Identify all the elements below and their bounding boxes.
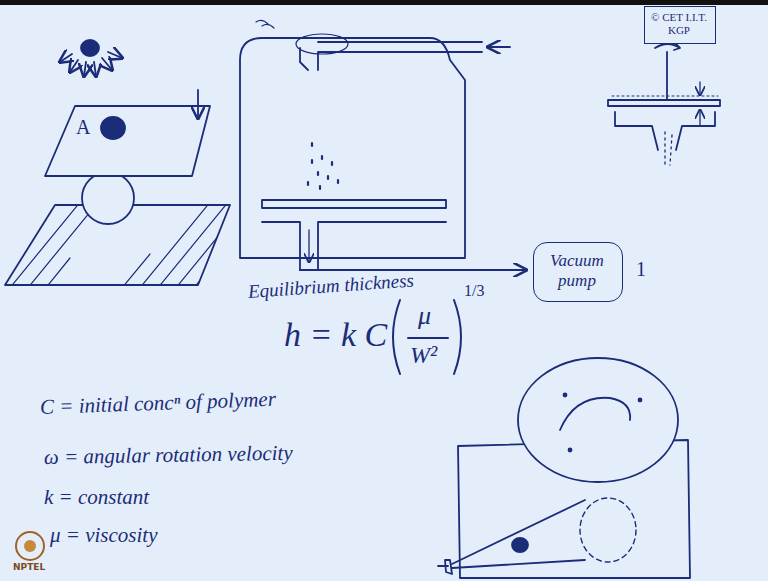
feed-arrow: [488, 46, 510, 48]
callout-number: 1: [636, 258, 646, 280]
logo-core: [24, 540, 36, 552]
definition-note: C = initial concⁿ of polymer: [40, 388, 277, 419]
node-text: © CET I.I.T. KGP: [649, 11, 709, 36]
fraction-bar: [408, 337, 448, 339]
coating: [612, 96, 718, 97]
mask-opening: [101, 117, 125, 139]
shaft: [666, 52, 668, 100]
lens-outline: [518, 358, 678, 482]
stamp-box: © CET I.I.T. KGP: [644, 6, 716, 44]
part-letter: A: [76, 116, 90, 138]
definition-note: μ = viscosity: [50, 524, 158, 547]
heading-note: Equilibrium thickness: [247, 270, 414, 302]
projected-image: [580, 498, 636, 562]
inner-arc: [560, 398, 630, 430]
down-arrow: [197, 90, 199, 118]
formula-symbol: μ: [418, 302, 431, 331]
light-rays: [60, 52, 122, 76]
logo-ring: [16, 532, 44, 560]
spindle: [262, 222, 446, 270]
top-bar: [0, 0, 768, 5]
substrate-disc: [82, 172, 134, 224]
bracket-right: [454, 300, 461, 374]
rotation-arrow: [655, 44, 680, 50]
logo-text: NPTEL: [13, 563, 45, 573]
droplets: [308, 143, 338, 189]
formula-text: h = k C: [284, 316, 387, 353]
nozzle-highlight: [296, 34, 348, 54]
nozzle-pipe: [300, 42, 482, 70]
node-text: Vacuum pump: [542, 251, 612, 290]
definition-note: k = constant: [44, 486, 149, 509]
definition-note: ω = angular rotation velocity: [44, 442, 293, 469]
beam-bottom: [452, 560, 585, 568]
suction-arrow: [308, 230, 309, 262]
chamber: [240, 38, 465, 258]
light-source: [438, 560, 452, 574]
lamp: [81, 40, 99, 56]
pump-box: Vacuum pump: [533, 242, 623, 302]
bracket-left: [393, 300, 400, 374]
beam-top: [452, 500, 585, 564]
formula-exponent: 1/3: [464, 282, 484, 300]
spin-platform: [262, 200, 446, 208]
mask-plate: [45, 106, 210, 176]
object-dot: [512, 538, 528, 552]
disk: [608, 100, 720, 106]
exhaust-mark: [256, 20, 274, 28]
formula-symbol: W²: [410, 342, 437, 368]
hatching: [0, 190, 274, 300]
